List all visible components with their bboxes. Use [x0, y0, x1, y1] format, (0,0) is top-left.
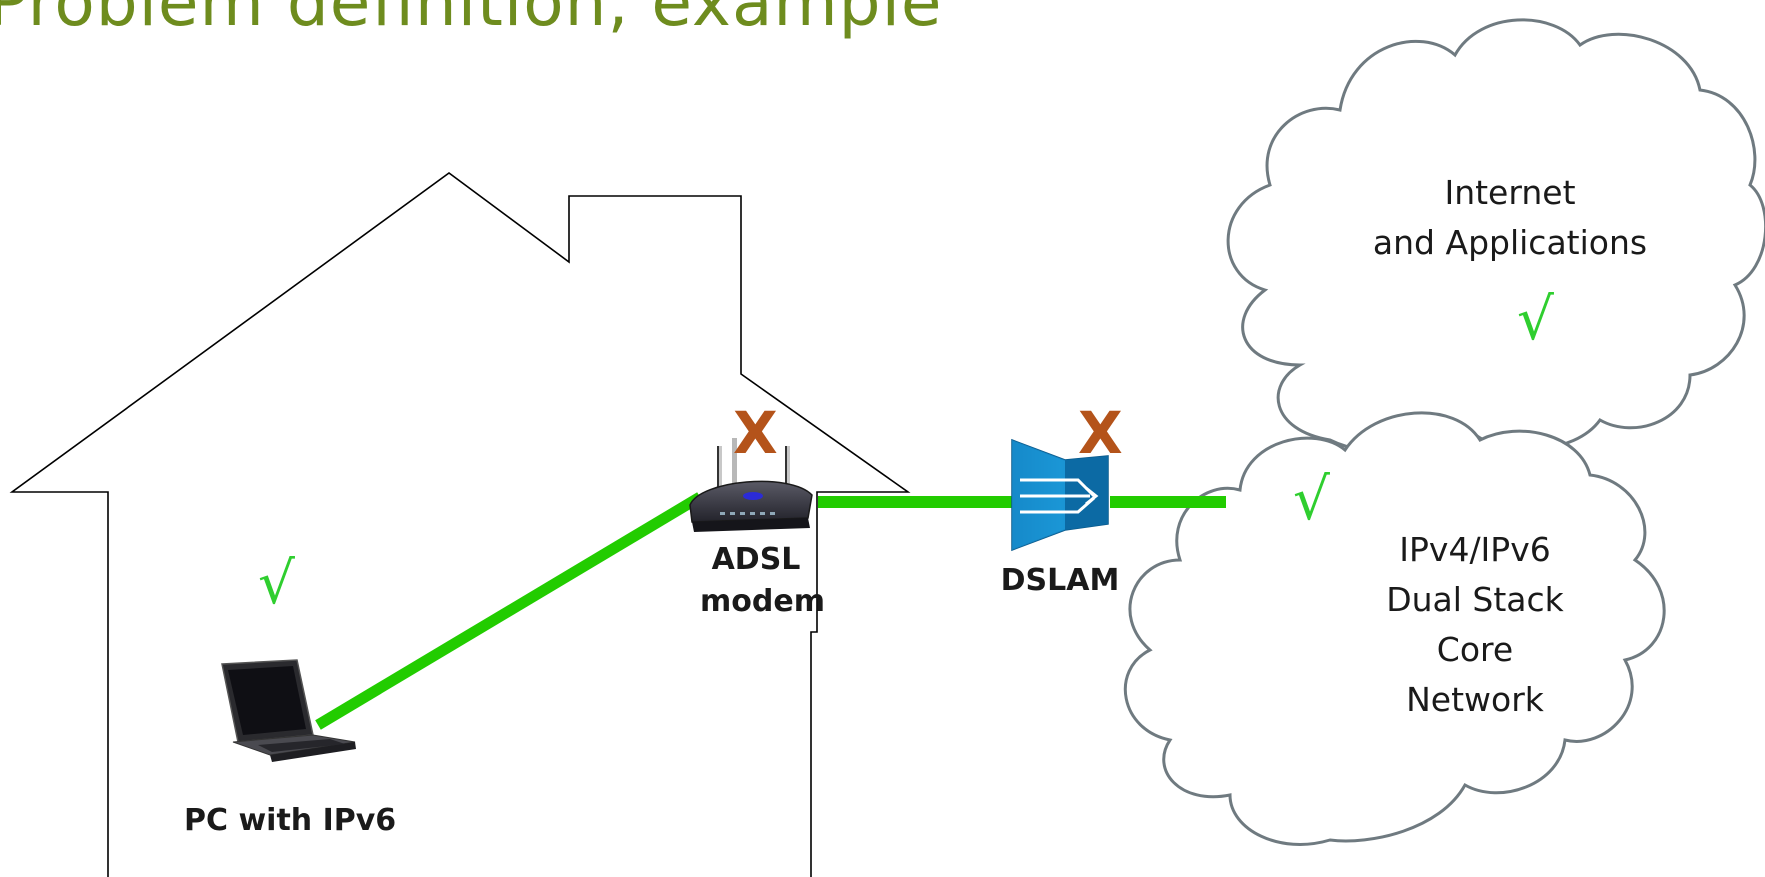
modem-label-line2: modem	[700, 584, 825, 619]
dslam-icon	[1011, 438, 1109, 552]
dslam-fail-mark: X	[1078, 399, 1123, 467]
cloud-core-line3: Core	[1436, 630, 1514, 669]
modem-label-line1: ADSL	[711, 542, 801, 577]
pc-ok-check: √	[258, 549, 295, 617]
laptop-icon	[221, 659, 356, 762]
internet-ok-check: √	[1517, 285, 1554, 353]
cloud-internet-line2: and Applications	[1372, 223, 1648, 262]
modem-fail-mark: X	[733, 399, 778, 467]
cloud-core-line4: Network	[1406, 680, 1544, 719]
pc-label: PC with IPv6	[184, 803, 397, 838]
network-links	[315, 492, 1226, 730]
router-icon	[689, 438, 813, 532]
page-title: Problem definition, example	[0, 0, 943, 41]
cloud-icon-internet	[1226, 18, 1765, 454]
cloud-core-line2: Dual Stack	[1386, 580, 1564, 619]
core-ok-check: √	[1293, 465, 1330, 533]
cloud-icon-core	[1123, 411, 1666, 846]
cloud-internet-line1: Internet	[1444, 173, 1576, 212]
cloud-core-line1: IPv4/IPv6	[1399, 530, 1551, 569]
dslam-label: DSLAM	[1000, 563, 1120, 598]
house-outline	[9, 172, 911, 877]
link-pc-modem	[315, 492, 703, 730]
